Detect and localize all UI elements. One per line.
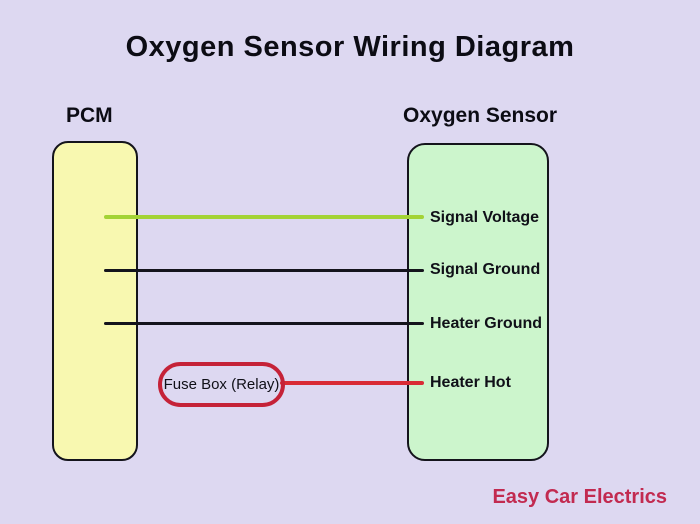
page-title: Oxygen Sensor Wiring Diagram — [125, 31, 575, 63]
wire-signal-voltage — [104, 215, 424, 219]
fuse-box-relay-outline: Fuse Box (Relay) — [158, 362, 285, 407]
wire-heater-hot — [280, 381, 424, 385]
pcm-label: PCM — [66, 104, 113, 127]
fuse-box-relay-label: Fuse Box (Relay) — [163, 376, 280, 393]
wire-signal-ground — [104, 269, 424, 272]
wire-heater-ground — [104, 322, 424, 325]
pin-label-heater-hot: Heater Hot — [430, 374, 511, 391]
pin-label-heater-ground: Heater Ground — [430, 315, 543, 332]
pcm-box — [52, 141, 138, 461]
oxygen-sensor-label: Oxygen Sensor — [403, 104, 558, 127]
pin-label-signal-voltage: Signal Voltage — [430, 209, 540, 226]
brand-watermark: Easy Car Electrics — [492, 486, 667, 508]
pin-label-signal-ground: Signal Ground — [430, 261, 541, 278]
oxygen-sensor-box — [407, 143, 549, 461]
